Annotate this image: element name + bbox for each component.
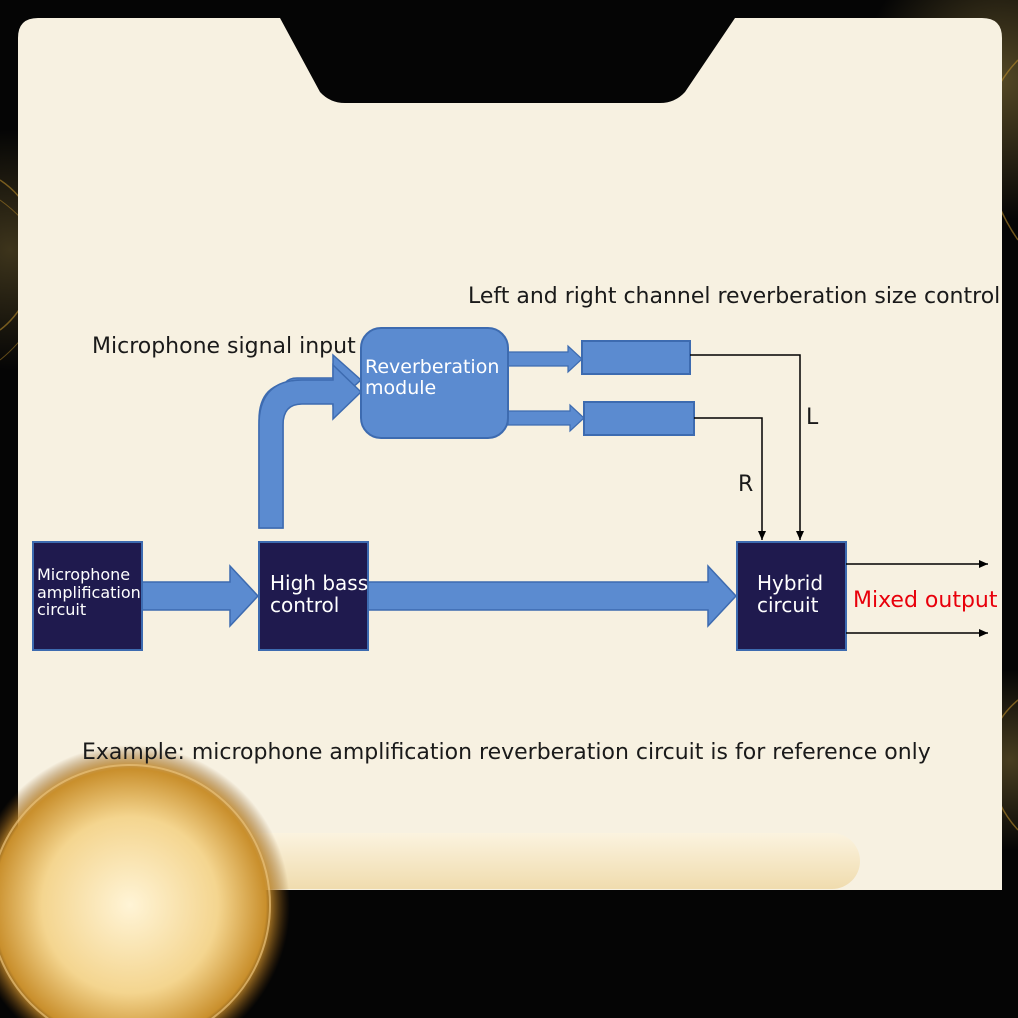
reverb-module-box <box>360 327 509 439</box>
arrow-reverb-to-right-control <box>507 403 585 433</box>
hybrid-line-1: Hybrid <box>757 571 824 595</box>
mic-amp-line-1: Microphone <box>37 565 131 584</box>
line-left-channel <box>690 354 804 540</box>
right-channel-control-box <box>583 401 695 436</box>
high-bass-line-1: High bass <box>270 571 369 595</box>
mic-amp-line-3: circuit <box>37 600 87 620</box>
mic-amp-line-2: amplification <box>37 582 141 602</box>
decor-glow-disc <box>0 745 290 1018</box>
arrow-highbass-to-hybrid <box>367 564 738 628</box>
reverb-line-1: Reverberation <box>365 356 500 378</box>
mic-input-label: Microphone signal input <box>92 334 356 359</box>
line-right-channel <box>694 417 766 540</box>
left-channel-control-box <box>581 340 691 375</box>
arrow-mic-to-highbass <box>141 564 260 628</box>
example-note: Example: microphone amplification reverb… <box>82 740 931 765</box>
left-channel-label: L <box>806 405 819 430</box>
reverb-text: Reverberation module <box>365 357 499 399</box>
arrow-reverb-to-left-control <box>507 344 583 374</box>
high-bass-box <box>258 541 369 651</box>
right-channel-label: R <box>738 472 754 497</box>
mixed-output-label: Mixed output <box>853 588 998 613</box>
hybrid-line-2: circuit <box>757 593 819 617</box>
high-bass-text: High bass control <box>270 572 368 616</box>
hybrid-text: Hybrid circuit <box>757 572 823 616</box>
lr-control-label: Left and right channel reverberation siz… <box>468 284 1001 309</box>
high-bass-line-2: control <box>270 593 340 617</box>
content-panel <box>18 18 1002 890</box>
reverb-line-2: module <box>365 376 437 399</box>
decor-bar <box>200 833 860 889</box>
hybrid-box <box>736 541 847 651</box>
mic-amp-text: Microphone amplification circuit <box>37 566 141 619</box>
mic-amp-box <box>32 541 143 651</box>
